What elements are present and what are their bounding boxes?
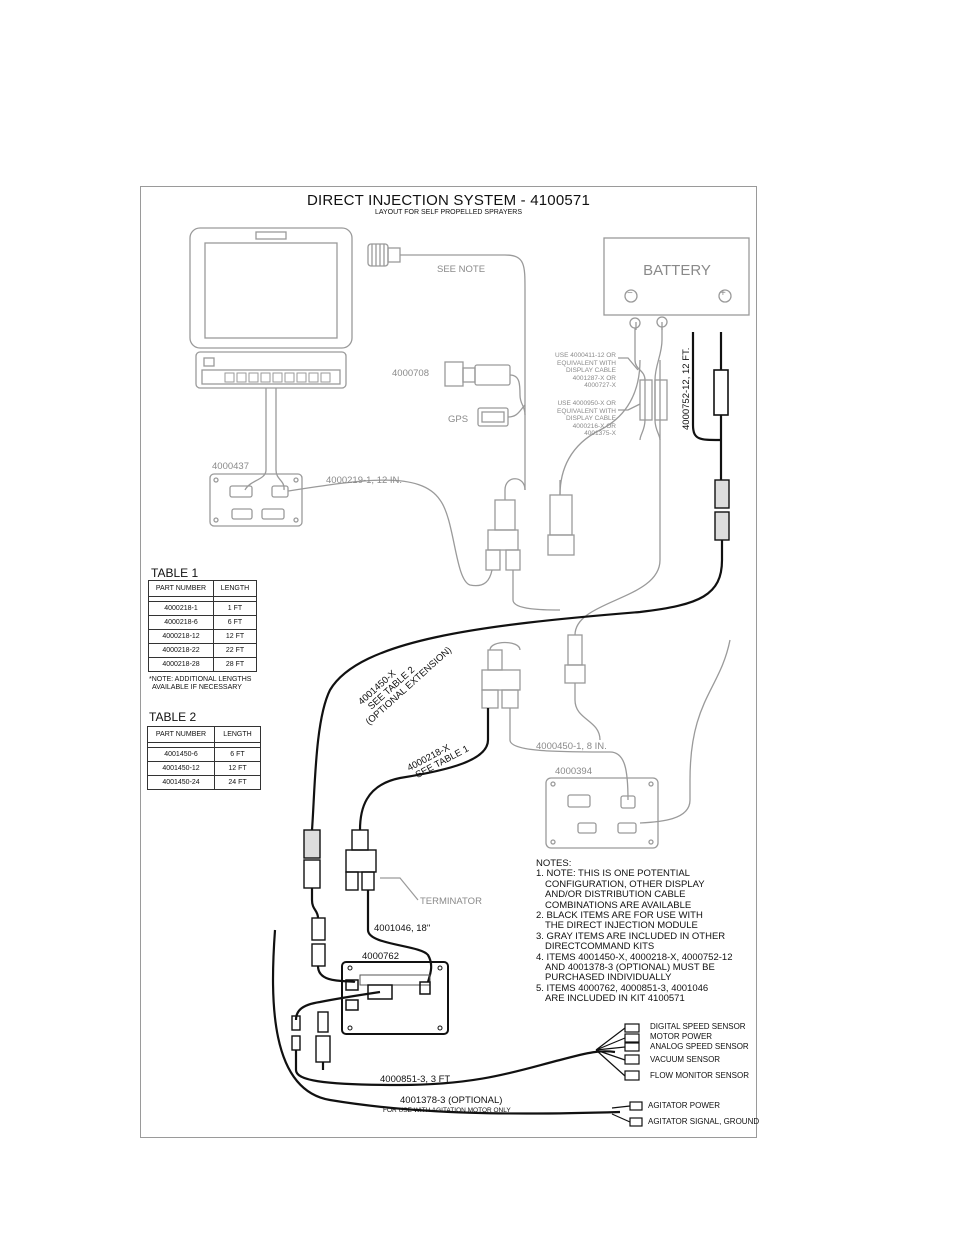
note-line: AND/OR DISTRIBUTION CABLE [545,889,686,901]
battery-label: BATTERY [643,262,711,279]
gps-and-4000708 [444,361,526,427]
notes-block: NOTES: 1. NOTE: THIS IS ONE POTENTIAL CO… [536,858,733,1005]
note-line: 5. ITEMS 4000762, 4000851-3, 4001046 [536,982,709,994]
part-4000762-label: 4000762 [362,951,399,962]
cable-4000752-label: 4000752-12, 12 FT. [681,347,692,430]
use-4000950-note: USE 4000950-X OR EQUIVALENT WITH DISPLAY… [557,400,616,438]
note-line: 2. BLACK ITEMS ARE FOR USE WITH [536,910,703,922]
display-console [189,227,353,389]
agitator-power: AGITATOR POWER [648,1101,721,1110]
note-line: PURCHASED INDIVIDUALLY [545,972,672,984]
agitator-signal-ground: AGITATOR SIGNAL, GROUND [648,1117,760,1126]
table1-note: *NOTE: ADDITIONAL LENGTHS AVAILABLE IF N… [149,676,252,691]
note-line: ARE INCLUDED IN KIT 4100571 [545,993,685,1005]
sensor-analog-speed: ANALOG SPEED SENSOR [650,1042,749,1051]
note-line: AND 4001378-3 (OPTIONAL) MUST BE [545,962,715,974]
use-4000411-note: USE 4000411-12 OR EQUIVALENT WITH DISPLA… [555,352,616,390]
table1-header-length: LENGTH [213,580,257,597]
table1-title: TABLE 1 [151,566,199,580]
note-line: 3. GRAY ITEMS ARE INCLUDED IN OTHER [536,930,726,942]
optional-cable-sublabel: FOR USE WITH AGITATION MOTOR ONLY [383,1107,511,1114]
sensor-vacuum: VACUUM SENSOR [650,1055,721,1064]
table2-header-part: PART NUMBER [147,726,215,743]
gray-harness-center [481,359,661,801]
lpc-module-4000394 [545,639,731,849]
cable-4000851-label: 4000851-3, 3 FT [380,1074,451,1085]
note-line: DIRECTCOMMAND KITS [545,941,655,953]
terminator-label: TERMINATOR [420,896,482,907]
sensor-flow-monitor: FLOW MONITOR SENSOR [650,1071,749,1080]
table1-header-part: PART NUMBER [148,580,214,597]
part-4000394-label: 4000394 [555,766,592,777]
diagram-subtitle: LAYOUT FOR SELF PROPELLED SPRAYERS [374,209,523,216]
black-harness [271,332,730,1127]
part-4000708-label: 4000708 [392,368,429,379]
notes-heading: NOTES: [536,858,572,869]
note-line: CONFIGURATION, OTHER DISPLAY [545,878,705,890]
gps-label: GPS [448,414,469,425]
cable-4001046-label: 4001046, 18" [374,923,431,934]
battery-negative-symbol: − [627,288,633,299]
cable-4000450-label: 4000450-1, 8 IN. [536,741,607,752]
sensor-digital-speed: DIGITAL SPEED SENSOR [650,1022,746,1031]
optional-cable-label: 4001378-3 (OPTIONAL) [400,1095,503,1106]
note-line: 4. ITEMS 4001450-X, 4000218-X, 4000752-1… [536,951,733,963]
cable-4000219-label: 4000219-1, 12 IN. [326,475,403,486]
see-note-connector [367,243,526,490]
see-note-label: SEE NOTE [437,264,486,275]
sensor-motor-power: MOTOR POWER [650,1032,713,1041]
battery-positive-symbol: + [720,288,726,299]
table2-header-length: LENGTH [214,726,261,743]
diagram-title: DIRECT INJECTION SYSTEM - 4100571 [306,192,591,209]
note-line: 1. NOTE: THIS IS ONE POTENTIAL [536,868,690,880]
battery [603,237,750,441]
note-line: COMBINATIONS ARE AVAILABLE [545,899,692,911]
part-4000437-label: 4000437 [212,461,249,472]
aux-input-module-4000437 [209,388,493,587]
drawing-frame [140,186,757,1138]
note-line: THE DIRECT INJECTION MODULE [545,920,698,932]
table2-title: TABLE 2 [149,710,197,724]
